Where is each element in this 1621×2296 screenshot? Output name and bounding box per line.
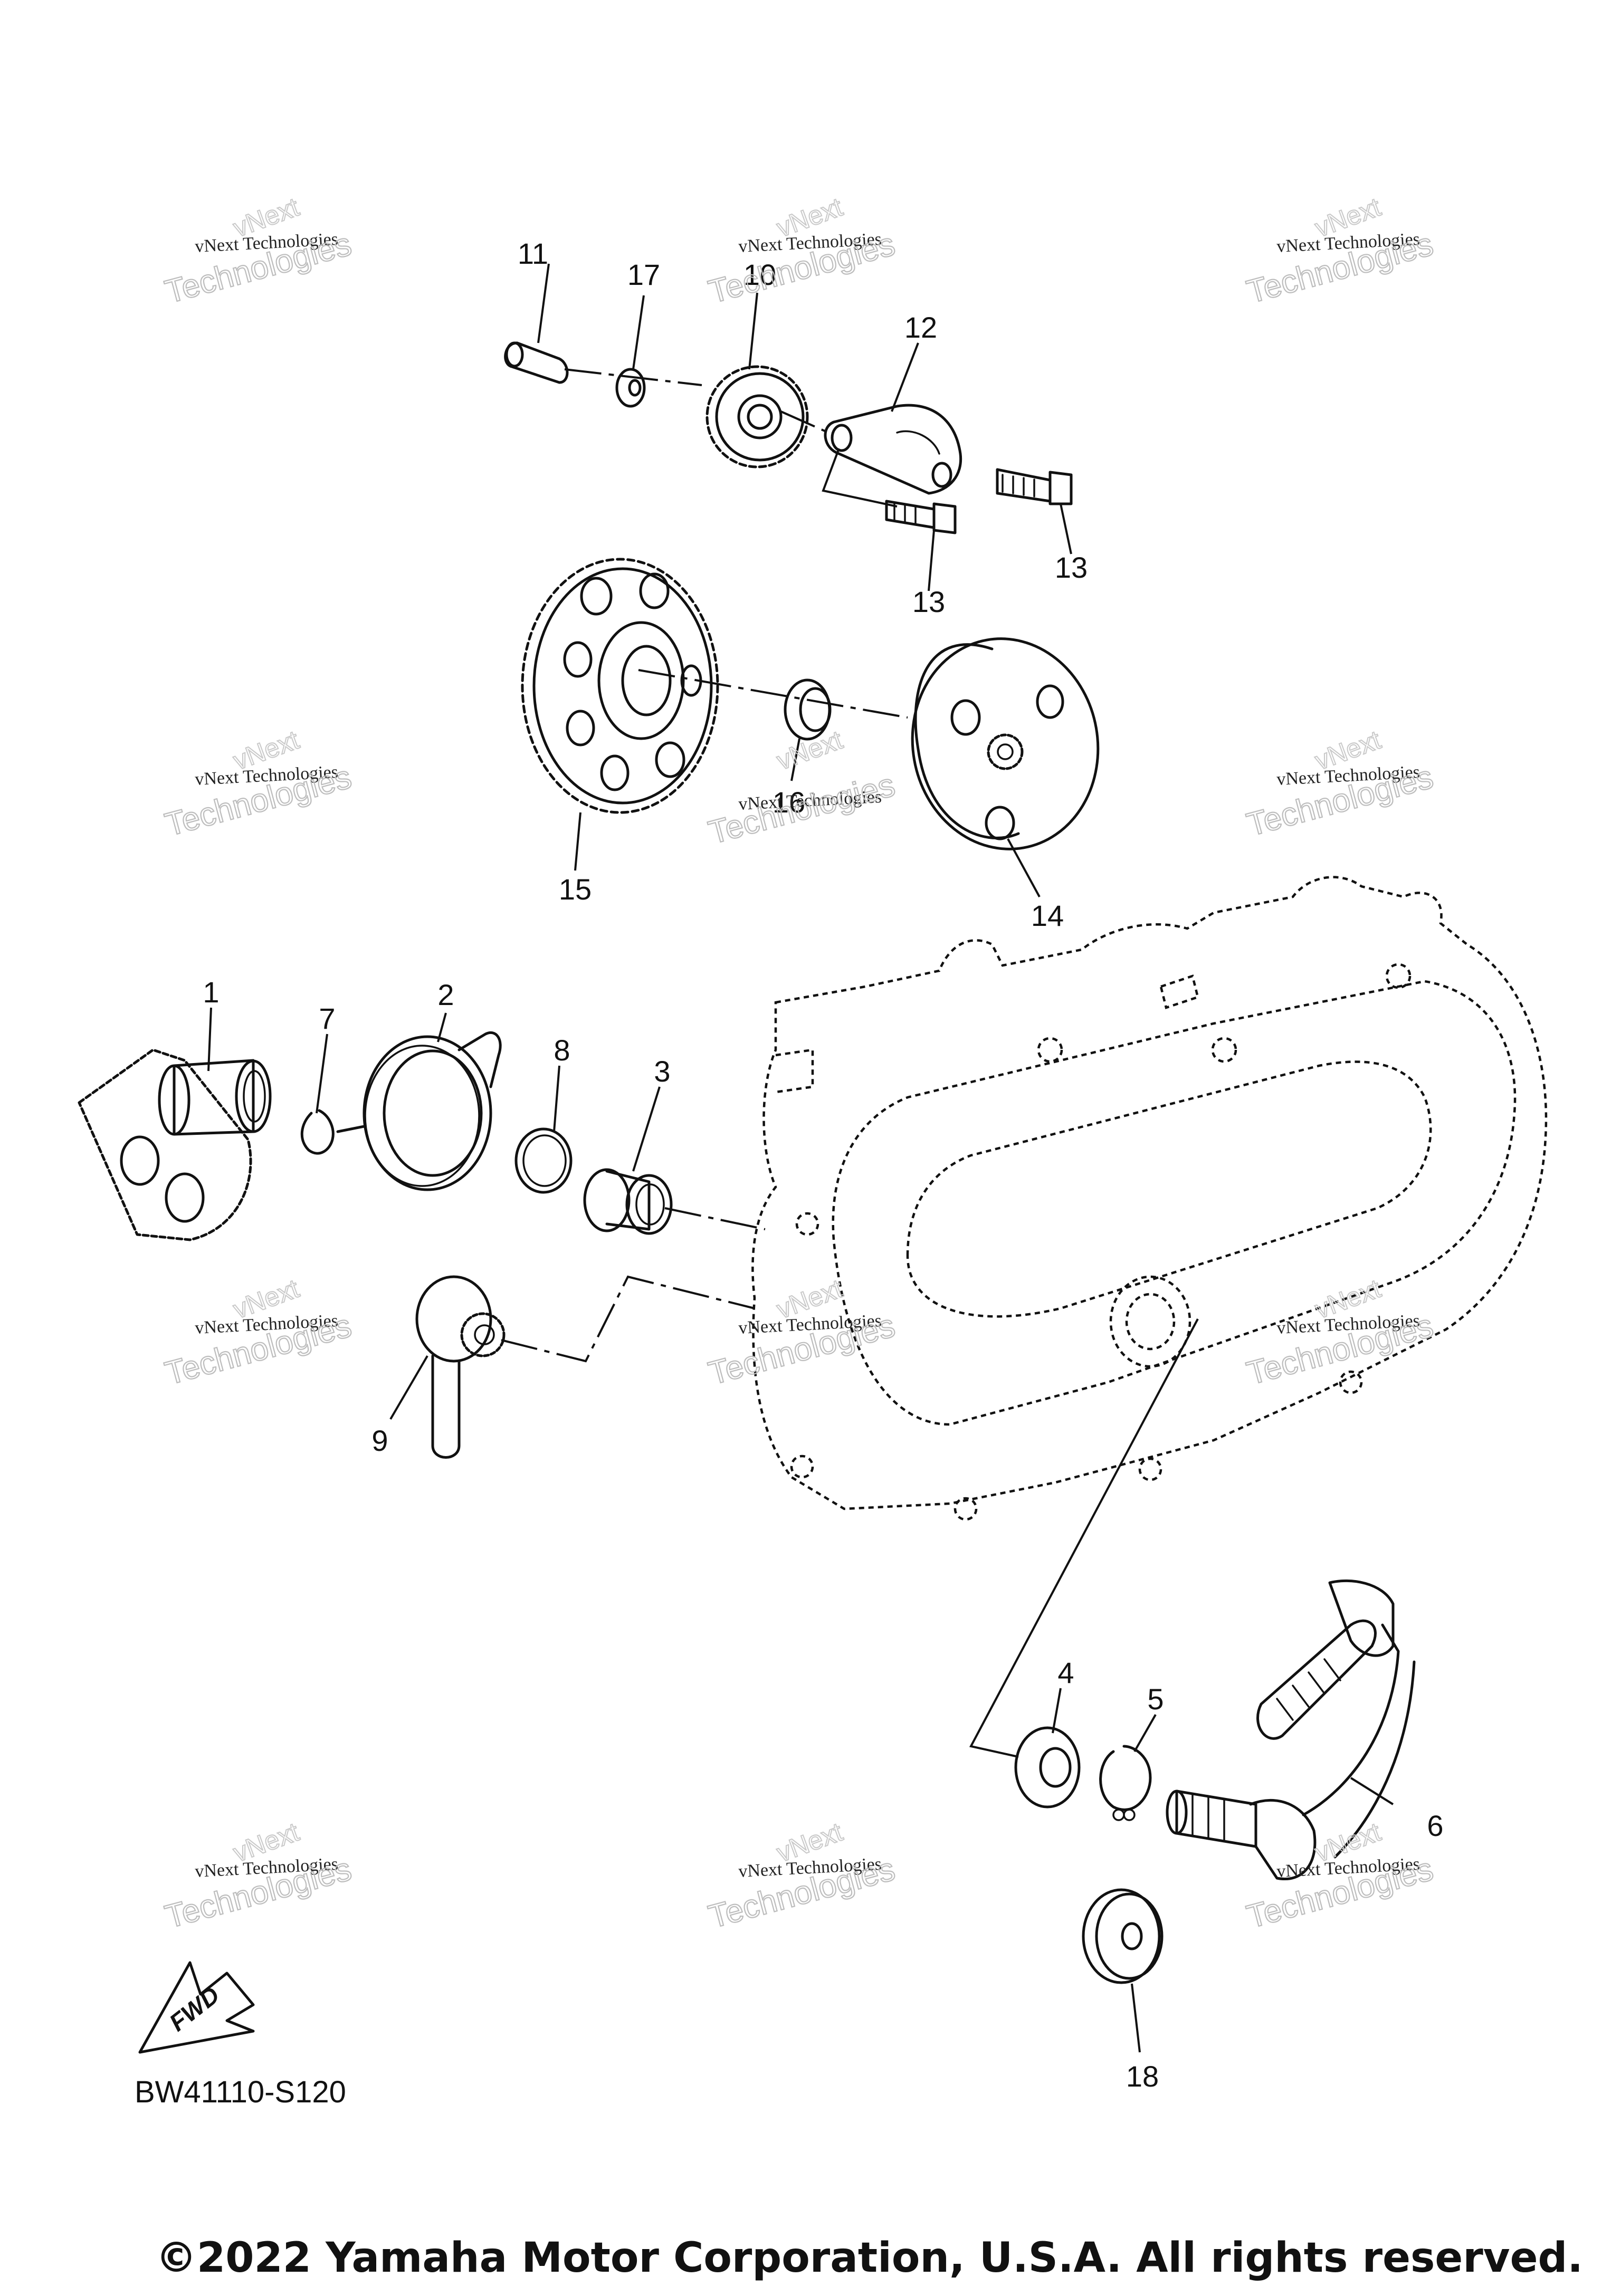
label-5: 5 <box>1147 1682 1164 1716</box>
copyright-notice: ©2022 Yamaha Motor Corporation, U.S.A. A… <box>155 2234 1583 2282</box>
part-1-kick-gear <box>78 1048 272 1241</box>
part-number-labels: 11 17 10 12 13 13 15 16 14 1 7 2 8 3 9 4… <box>203 237 1443 2093</box>
label-13a: 13 <box>1055 551 1088 584</box>
part-12-plate <box>824 404 962 495</box>
part-14-clutch-housing <box>911 637 1100 850</box>
part-15-large-gear <box>521 558 719 814</box>
part-2-spring <box>336 1031 502 1191</box>
svg-text:Technologies: Technologies <box>705 767 899 851</box>
fwd-label: FWD <box>164 1981 225 2036</box>
label-15: 15 <box>559 873 592 906</box>
label-16: 16 <box>773 786 805 819</box>
part-10-gear <box>705 365 809 468</box>
label-2: 2 <box>437 978 454 1011</box>
part-3-bushing <box>583 1168 673 1235</box>
svg-text:vNext: vNext <box>773 725 846 776</box>
label-17: 17 <box>627 258 660 291</box>
label-18: 18 <box>1126 2060 1159 2093</box>
label-8: 8 <box>554 1034 570 1067</box>
part-13-bolt-right <box>996 468 1073 505</box>
part-7-clip <box>300 1109 335 1155</box>
label-1: 1 <box>203 975 219 1009</box>
label-14: 14 <box>1031 899 1064 932</box>
part-4-washer <box>1014 1726 1081 1809</box>
label-12: 12 <box>904 311 937 344</box>
leader-lines <box>207 263 1394 2053</box>
label-6: 6 <box>1427 1809 1443 1842</box>
fwd-arrow: FWD <box>138 1961 255 2054</box>
diagram-code: BW41110-S120 <box>135 2075 346 2109</box>
part-16-washer <box>784 678 832 741</box>
part-5-circlip <box>1099 1745 1152 1821</box>
label-3: 3 <box>654 1055 670 1088</box>
part-9-driven-gear <box>415 1275 506 1459</box>
label-11: 11 <box>518 237 548 270</box>
assembly-guide-lines <box>501 368 1199 1758</box>
crankcase-cover <box>751 876 1548 1521</box>
label-9: 9 <box>371 1424 388 1457</box>
label-13b: 13 <box>912 585 945 618</box>
part-8-oring <box>514 1127 573 1194</box>
label-10: 10 <box>743 258 776 291</box>
part-17-washer <box>615 368 646 408</box>
part-13-bolt-lower <box>885 500 957 534</box>
label-7: 7 <box>319 1002 335 1035</box>
label-4: 4 <box>1057 1656 1074 1689</box>
part-18-cap <box>1082 1888 1164 1984</box>
part-6-kick-lever <box>1166 1579 1416 1880</box>
part-11-pin <box>504 341 569 384</box>
